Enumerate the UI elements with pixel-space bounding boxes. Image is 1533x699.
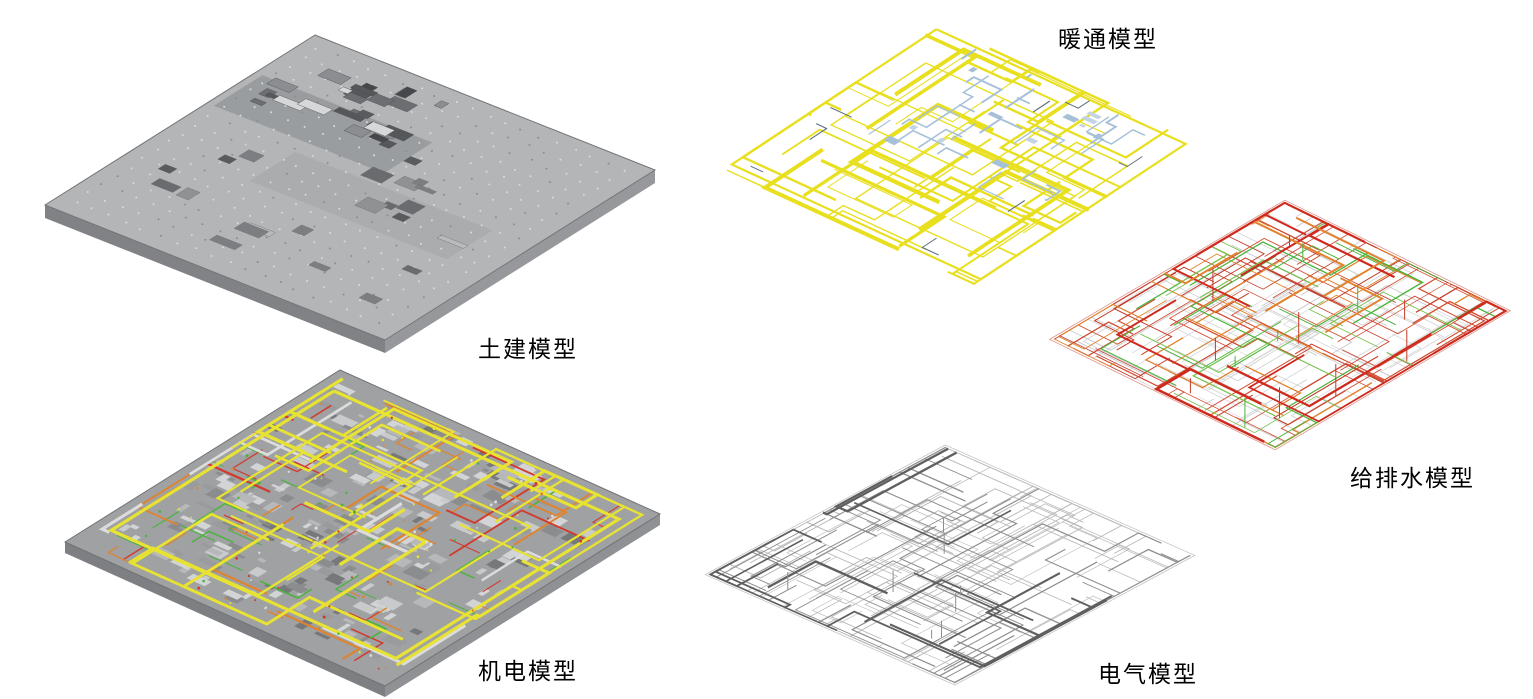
civil-model-figure (30, 15, 680, 390)
electrical-model-figure (685, 430, 1210, 699)
plumbing-model-render (1048, 199, 1512, 451)
hvac-model-label: 暖通模型 (1058, 27, 1158, 53)
civil-model-render (43, 34, 657, 353)
hvac-model-render (726, 28, 1188, 286)
mep-model-label: 机电模型 (478, 659, 578, 685)
electrical-model-label: 电气模型 (1098, 662, 1198, 688)
hvac-model-figure (695, 10, 1220, 305)
civil-model-label: 土建模型 (478, 337, 578, 363)
electrical-model-render (704, 444, 1196, 686)
mep-model-figure (50, 360, 680, 699)
mep-model-render (63, 369, 662, 697)
plumbing-model-label: 给排水模型 (1350, 466, 1475, 492)
plumbing-model-figure (1030, 185, 1533, 497)
